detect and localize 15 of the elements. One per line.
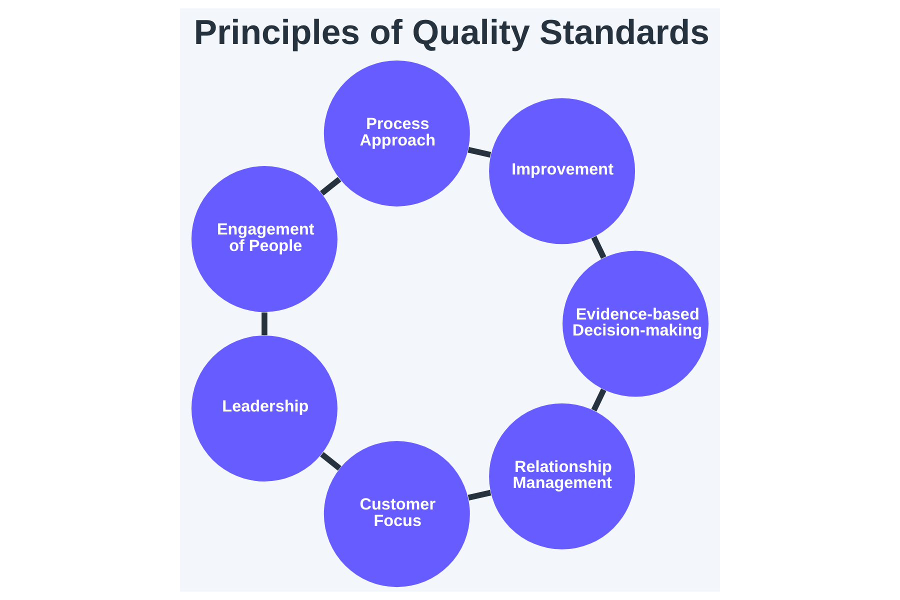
connector bbox=[591, 388, 606, 412]
node-circle: Leadership bbox=[191, 335, 338, 482]
node-circle: Process Approach bbox=[324, 60, 470, 206]
connector bbox=[591, 236, 606, 259]
node-circle: Evidence-based Decision-making bbox=[562, 250, 709, 397]
diagram-title: Principles of Quality Standards bbox=[194, 14, 710, 52]
connector bbox=[320, 452, 342, 471]
connector bbox=[468, 146, 492, 158]
connector bbox=[320, 176, 342, 196]
connector bbox=[262, 312, 268, 336]
connector bbox=[468, 490, 492, 501]
node-circle: Improvement bbox=[489, 98, 636, 244]
node-circle: Customer Focus bbox=[324, 441, 470, 588]
node-circle: Engagement of People bbox=[191, 166, 338, 312]
node-circle: Relationship Management bbox=[489, 403, 636, 550]
